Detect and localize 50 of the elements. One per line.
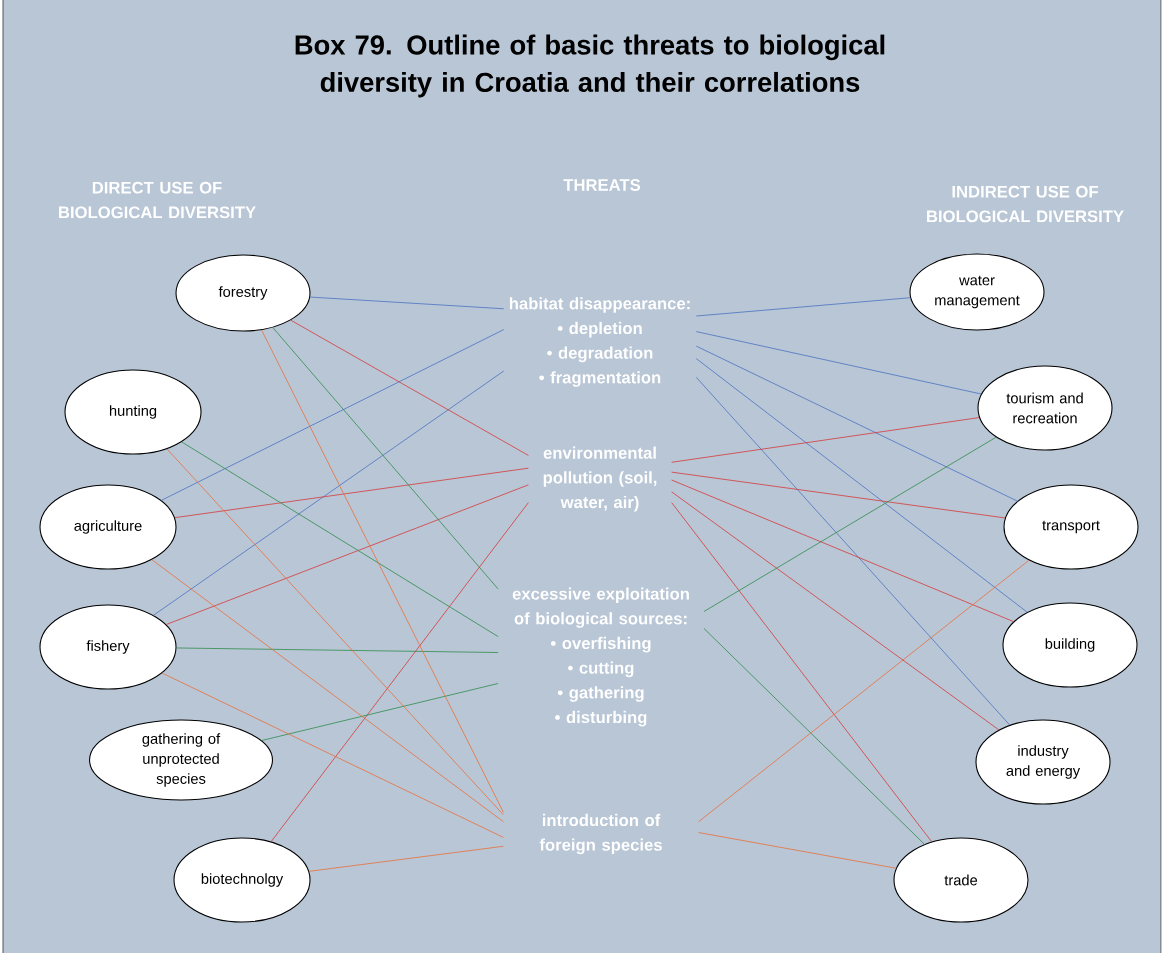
connector-line: [151, 559, 504, 823]
ellipse-node: water management: [909, 253, 1045, 331]
threat-text: excessive exploitation of biological sources: • overfishing • cutting • gathering • disturbing: [512, 587, 689, 727]
connector-line: [698, 559, 1030, 823]
connector-line: [165, 484, 529, 625]
connector-line: [272, 327, 499, 590]
connector-line: [698, 832, 897, 869]
connector-line: [166, 448, 504, 816]
connector-line: [703, 436, 997, 612]
connector-line: [176, 647, 499, 653]
ellipse-node: building: [1002, 602, 1138, 688]
column-heading: INDIRECT USE OF BIOLOGICAL DIVERSITY: [927, 185, 1124, 223]
ellipse-node: gathering of unprotected species: [89, 719, 273, 801]
ellipse-node: tourism and recreation: [977, 365, 1113, 451]
ellipse-node: hunting: [64, 369, 202, 455]
connector-line: [671, 491, 1000, 731]
ellipse-node: trade: [893, 837, 1029, 923]
connector-line: [181, 441, 499, 637]
title: Box 79. Outline of basic threats to biological diversity in Croatia and their correlations: [295, 34, 885, 98]
connector-line: [695, 376, 1011, 726]
connector-line: [309, 296, 505, 310]
ellipse-node: agriculture: [39, 484, 177, 570]
ellipse-node: transport: [1003, 484, 1139, 570]
ellipse-node: industry and energy: [975, 719, 1111, 805]
threat-text: habitat disappearance: • depletion • degradation • fragmentation: [509, 297, 690, 387]
connector-line: [270, 502, 529, 842]
connector-line: [671, 417, 980, 463]
connector-line: [308, 845, 504, 872]
connector-line: [161, 672, 504, 838]
connector-line: [261, 683, 499, 741]
ellipse-node: fishery: [39, 604, 177, 690]
connector-line: [703, 628, 925, 845]
connector-line: [695, 358, 1028, 613]
threat-text: environmental pollution (soil, water, air): [543, 446, 657, 512]
connector-line: [161, 329, 505, 501]
connector-line: [174, 467, 529, 519]
connector-line: [671, 502, 933, 843]
connector-line: [671, 479, 1014, 623]
connector-line: [695, 297, 911, 317]
connector-line: [671, 471, 1006, 519]
ellipse-node: biotechnolgy: [173, 837, 311, 923]
ellipse-node: forestry: [175, 254, 311, 332]
threat-text: introduction of foreign species: [539, 813, 662, 855]
connector-line: [261, 329, 504, 813]
column-heading: DIRECT USE OF BIOLOGICAL DIVERSITY: [59, 181, 256, 219]
connector-line: [695, 331, 982, 395]
connector-line: [695, 345, 1018, 502]
connector-line: [290, 319, 529, 456]
connector-line: [153, 370, 505, 616]
column-heading: THREATS: [563, 179, 641, 191]
